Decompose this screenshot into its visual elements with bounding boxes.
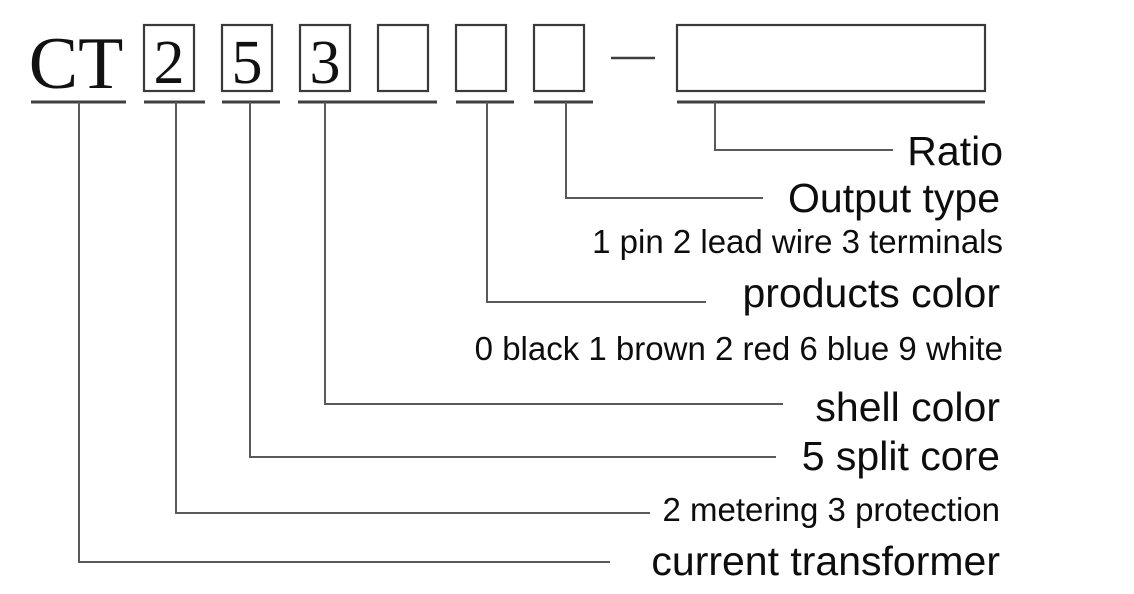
callout-products-color: products color xyxy=(742,270,1000,316)
prefix-ct-label: CT xyxy=(29,23,124,105)
code-box-series-metering[interactable] xyxy=(142,23,196,93)
leader-split-core xyxy=(249,102,776,458)
legend-output-type: 1 pin 2 lead wire 3 terminals xyxy=(592,223,1003,260)
code-box-shell-color[interactable] xyxy=(298,23,352,93)
leader-output-type xyxy=(565,102,763,199)
code-box-core-type[interactable] xyxy=(220,23,274,93)
callout-metering-protection: 2 metering 3 protection xyxy=(662,491,1000,528)
code-box-ratio[interactable] xyxy=(675,23,987,93)
leader-products-color xyxy=(486,102,706,303)
code-box-output-type[interactable] xyxy=(532,23,586,93)
callout-output-type: Output type xyxy=(788,175,1000,221)
leader-metering-protection xyxy=(175,102,650,514)
legend-products-color: 0 black 1 brown 2 red 6 blue 9 white xyxy=(475,330,1003,367)
code-value-core-type: 5 xyxy=(232,29,263,97)
code-string-row: CT 2 5 3 xyxy=(29,23,987,105)
callout-shell-color: shell color xyxy=(815,384,1000,430)
code-box-products-color[interactable] xyxy=(454,23,508,93)
code-box-blank-four[interactable] xyxy=(376,23,430,93)
callout-ratio: Ratio xyxy=(907,128,1003,174)
callout-split-core: 5 split core xyxy=(802,433,1000,479)
callout-current-transformer: current transformer xyxy=(651,538,1000,584)
leader-current-transformer xyxy=(78,102,610,563)
callout-labels: Ratio Output type 1 pin 2 lead wire 3 te… xyxy=(475,128,1003,584)
leader-shell-color xyxy=(324,102,783,405)
code-value-series-metering: 2 xyxy=(154,29,185,97)
leader-ratio xyxy=(714,102,893,151)
leader-lines xyxy=(78,102,893,563)
code-value-shell-color: 3 xyxy=(310,29,341,97)
